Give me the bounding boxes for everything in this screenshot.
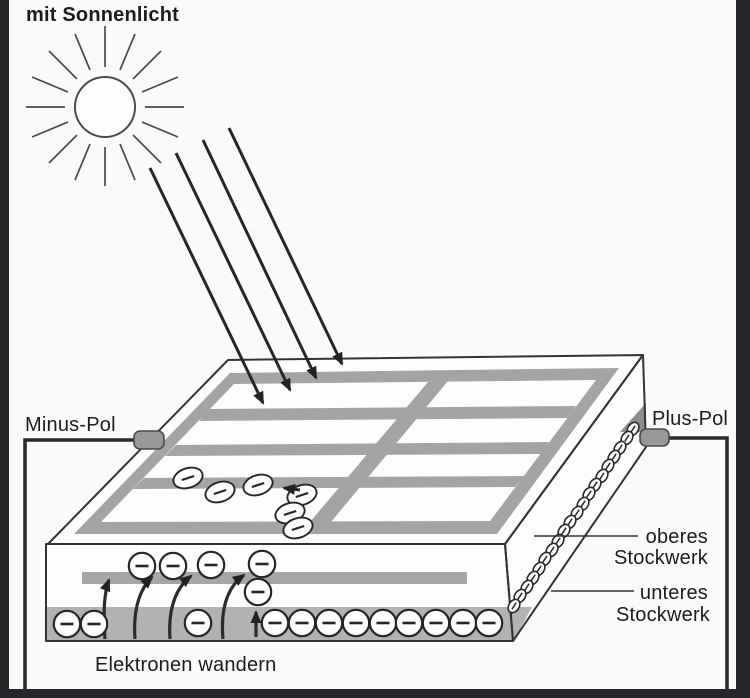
electron-icon bbox=[196, 550, 226, 580]
sunlight-arrows bbox=[148, 127, 344, 405]
front-face-upper-electrons bbox=[127, 549, 277, 607]
electron-icon bbox=[183, 608, 213, 638]
electron-icon bbox=[282, 516, 314, 540]
leader-lines bbox=[534, 535, 638, 592]
electron-icon bbox=[172, 466, 204, 490]
electron-icon bbox=[448, 608, 478, 638]
figure-title: mit Sonnenlicht bbox=[26, 4, 179, 26]
top-face-electrons bbox=[172, 466, 318, 540]
electron-icon bbox=[474, 608, 504, 638]
electron-icon bbox=[507, 598, 521, 614]
electron-icon bbox=[52, 609, 82, 639]
electron-icon bbox=[421, 608, 451, 638]
svg-text:Stockwerk: Stockwerk bbox=[616, 604, 711, 626]
electrons-caption: Elektronen wandern bbox=[95, 654, 277, 676]
circuit-wires bbox=[23, 428, 729, 690]
electron-icon bbox=[287, 608, 317, 638]
electron-icon bbox=[314, 608, 344, 638]
grid-bar-1 bbox=[199, 406, 576, 421]
sunlight-arrow-icon bbox=[148, 167, 265, 405]
svg-text:oberes: oberes bbox=[646, 526, 708, 548]
electron-icon bbox=[79, 609, 109, 639]
electron-icon bbox=[127, 551, 157, 581]
grid-bar-2 bbox=[165, 442, 549, 456]
minus-pole-terminal bbox=[133, 430, 165, 450]
grid-divider bbox=[310, 381, 448, 522]
electron-icon bbox=[368, 608, 398, 638]
electron-move-arrow bbox=[282, 483, 301, 495]
electron-icon bbox=[242, 473, 274, 497]
electron-icon bbox=[158, 551, 188, 581]
plus-pole-wire bbox=[664, 436, 729, 690]
plus-pole-terminal bbox=[639, 428, 670, 447]
electron-icon bbox=[204, 480, 236, 504]
electron-migration-arrows bbox=[99, 573, 262, 640]
sunlight-arrow-icon bbox=[227, 127, 344, 366]
electron-icon bbox=[341, 608, 371, 638]
minus-pole-label: Minus-Pol bbox=[25, 414, 116, 436]
sun-icon bbox=[26, 26, 184, 186]
sunlight-arrow-icon bbox=[174, 152, 292, 392]
upper-layer-label: oberes Stockwerk bbox=[614, 526, 709, 569]
electron-icon bbox=[243, 577, 273, 607]
electron-chain bbox=[507, 421, 640, 614]
svg-text:unteres: unteres bbox=[640, 582, 708, 604]
lower-layer-electrons bbox=[52, 608, 504, 639]
plus-pole-label: Plus-Pol bbox=[652, 408, 728, 430]
minus-pole-wire bbox=[23, 438, 138, 690]
corner-wedge bbox=[620, 403, 646, 432]
sunlight-arrow-icon bbox=[201, 139, 318, 380]
electron-icon bbox=[247, 549, 277, 579]
svg-text:Stockwerk: Stockwerk bbox=[614, 547, 709, 569]
electron-icon bbox=[394, 608, 424, 638]
electron-icon bbox=[260, 608, 290, 638]
lower-layer-label: unteres Stockwerk bbox=[616, 582, 711, 626]
